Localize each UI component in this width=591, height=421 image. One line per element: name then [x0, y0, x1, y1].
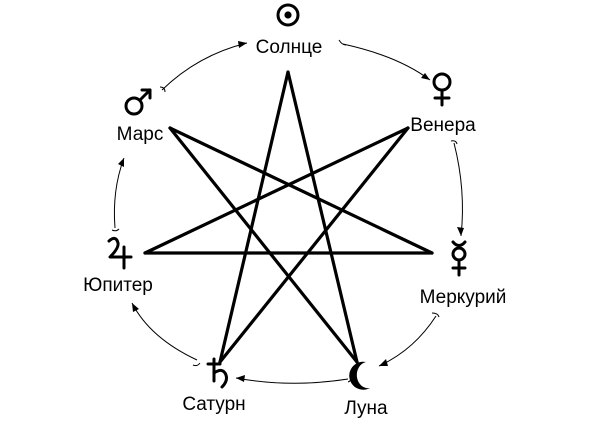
orbit-arrow — [131, 302, 198, 361]
orbit-arrow — [113, 157, 125, 229]
arrowhead-icon — [118, 158, 124, 167]
arrowhead-icon — [236, 375, 245, 382]
orbit-tail — [450, 140, 458, 145]
sun-symbol-icon — [276, 3, 300, 27]
planet-label-sun: Солнце — [256, 37, 323, 58]
moon-symbol-icon — [349, 361, 370, 390]
venus-symbol-icon — [432, 72, 452, 107]
planet-label-venus: Венера — [410, 115, 476, 136]
star-line — [168, 126, 359, 364]
orbit-tail — [111, 228, 120, 232]
star-line — [143, 126, 410, 255]
orbit-tail — [431, 312, 440, 318]
orbit-arrow — [161, 42, 248, 91]
saturn-symbol-icon — [206, 357, 228, 389]
orbit-tail — [338, 39, 347, 46]
orbit-arrow — [342, 43, 431, 81]
star-line — [218, 70, 290, 364]
orbit-arrow — [235, 377, 349, 384]
heptagram-star — [143, 70, 434, 364]
star-line — [218, 126, 410, 364]
arrowhead-icon — [132, 303, 139, 312]
planet-label-moon: Луна — [344, 398, 388, 419]
arrowhead-icon — [421, 73, 430, 80]
mercury-symbol-icon — [451, 240, 467, 277]
orbit-tail — [159, 86, 166, 93]
orbit-arrow — [378, 315, 437, 367]
orbit-tail — [192, 362, 201, 367]
star-line — [168, 126, 434, 255]
star-line — [286, 70, 359, 364]
arrowhead-icon — [238, 41, 247, 48]
orbit-arrows — [111, 39, 464, 384]
planet-label-mercury: Меркурий — [420, 287, 507, 308]
arrowhead-icon — [457, 227, 464, 236]
jupiter-symbol-icon — [107, 236, 133, 270]
mars-symbol-icon — [124, 88, 152, 116]
planet-label-saturn: Сатурн — [182, 394, 245, 415]
orbit-arrow — [453, 142, 463, 237]
planet-label-jupiter: Юпитер — [83, 275, 153, 296]
arrowhead-icon — [379, 359, 388, 366]
planet-label-mars: Марс — [117, 124, 164, 145]
